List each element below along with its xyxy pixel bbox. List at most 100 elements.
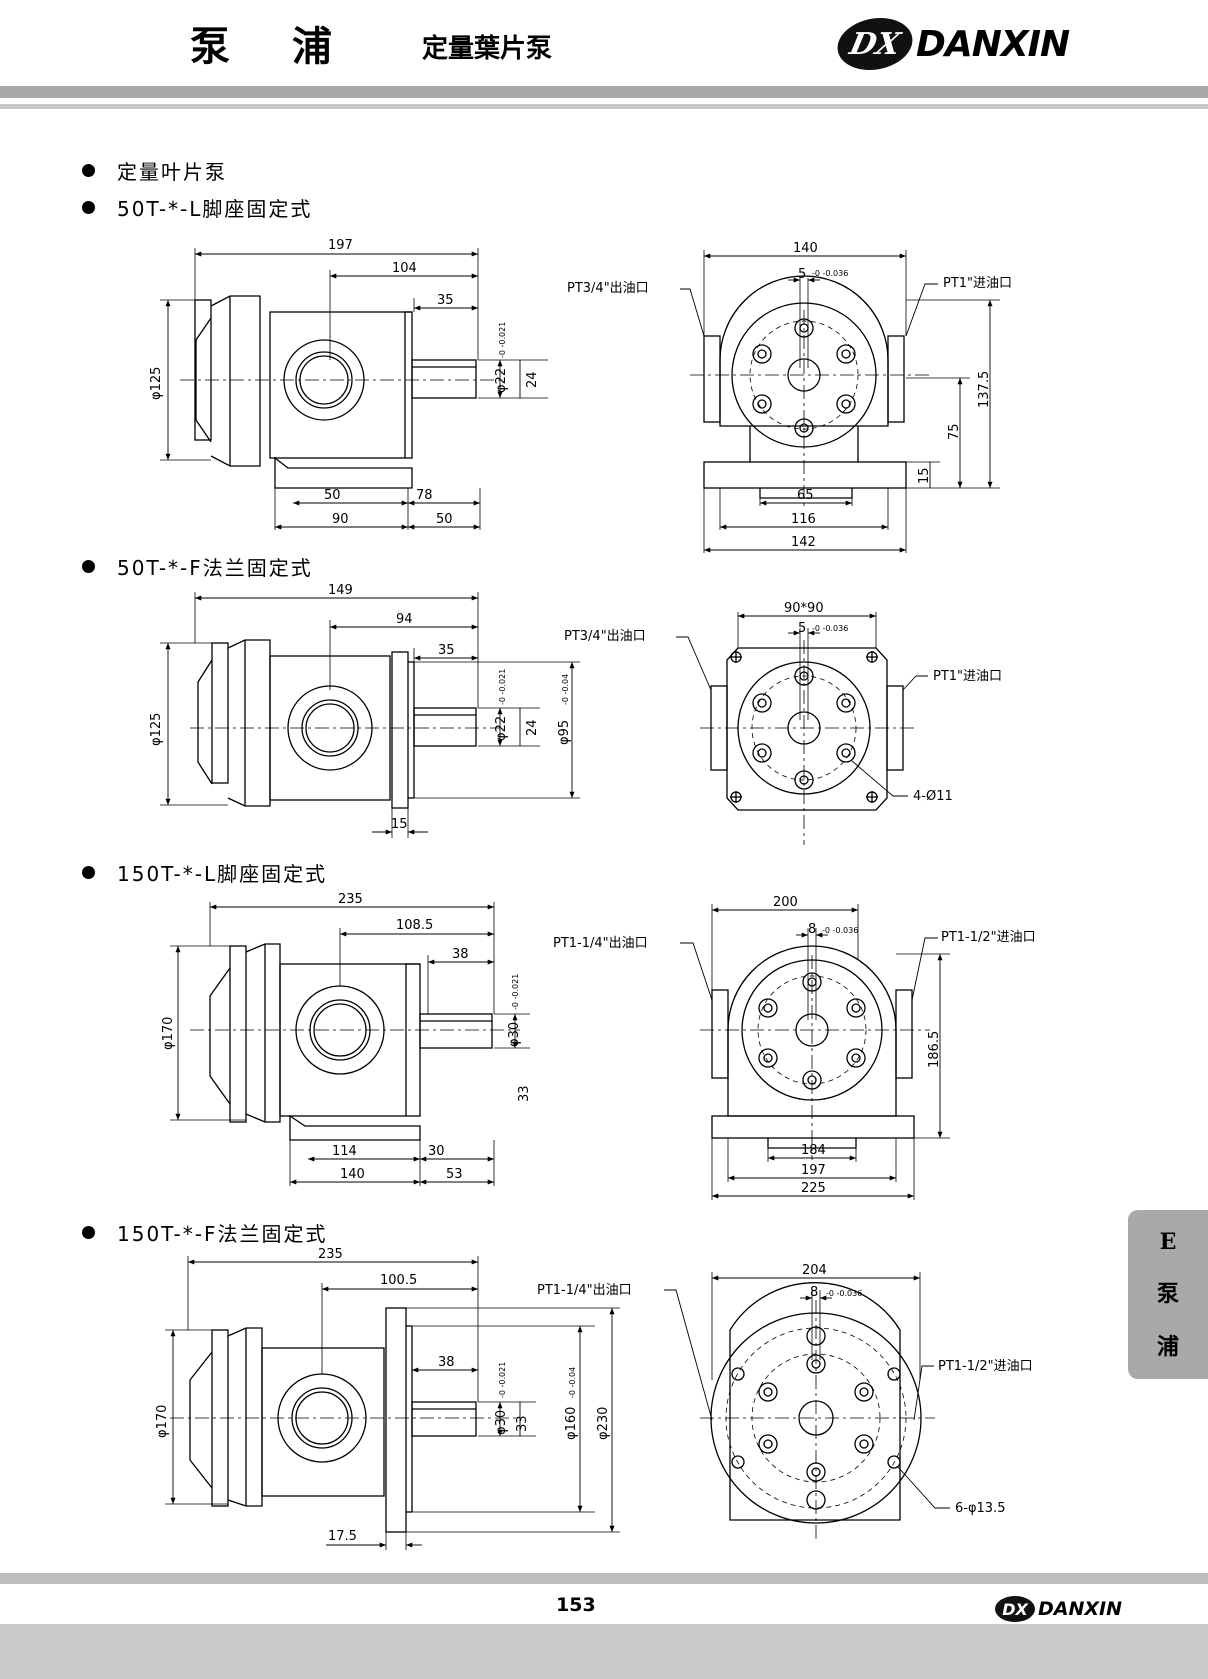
dim-label: 235 [338, 892, 363, 907]
dim-label: 5 [798, 267, 806, 282]
dim-label: 108.5 [396, 918, 433, 933]
drawing-50t-l-front-labels: 140 5 -0 -0.036 PT3/4"出油口 PT1"进油口 137.5 … [567, 241, 1012, 550]
dim-tolerance: -0 -0.036 [826, 1289, 862, 1298]
dim-tolerance: -0 -0.036 [822, 926, 858, 935]
bullet-icon [82, 201, 95, 214]
dim-tolerance: -0 -0.021 [511, 974, 520, 1010]
dim-label: 15 [391, 817, 408, 832]
section-heading: 定量叶片泵 [82, 156, 227, 185]
dim-label: φ170 [161, 1017, 176, 1050]
port-label: PT1-1/2"进油口 [938, 1359, 1033, 1374]
dim-label: 75 [947, 423, 962, 440]
dim-label: φ125 [149, 713, 164, 746]
dim-label: φ22 [494, 716, 509, 741]
dim-label: 235 [318, 1247, 343, 1262]
dim-tolerance: -0 -0.021 [498, 669, 507, 705]
side-tab-char: 浦 [1156, 1333, 1179, 1360]
dim-label: 94 [396, 612, 413, 627]
header-subtitle: 定量葉片泵 [422, 34, 553, 64]
dim-tolerance: -0 -0.04 [561, 674, 570, 705]
dim-label: 53 [446, 1167, 463, 1182]
dim-label: 6-φ13.5 [955, 1501, 1005, 1516]
dim-label: 137.5 [977, 371, 992, 408]
dim-label: 225 [801, 1181, 826, 1196]
dim-label: 50 [324, 488, 341, 503]
dim-label: 33 [515, 1415, 530, 1432]
bullet-icon [82, 164, 95, 177]
dim-label: 186.5 [927, 1031, 942, 1068]
drawing-150t-l-front [680, 904, 950, 1200]
dim-label: 35 [437, 293, 454, 308]
dim-tolerance: -0 -0.036 [812, 269, 848, 278]
dim-label: 15 [917, 467, 932, 484]
header-rule [0, 86, 1208, 98]
port-label: PT3/4"出油口 [567, 281, 649, 296]
dim-label: 197 [801, 1163, 826, 1178]
drawing-50t-l-front [680, 250, 1000, 553]
dim-label: 50 [436, 512, 453, 527]
port-label: PT1-1/2"进油口 [941, 930, 1036, 945]
dim-label: φ125 [149, 367, 164, 400]
bullet-icon [82, 560, 95, 573]
dim-label: φ170 [155, 1405, 170, 1438]
dim-label: 5 [798, 621, 806, 636]
dim-label: 114 [332, 1144, 357, 1159]
port-label: PT3/4"出油口 [564, 629, 646, 644]
dim-label: 33 [517, 1085, 532, 1102]
brand-name: DANXIN [916, 23, 1070, 65]
section-heading: 150T-*-F法兰固定式 [82, 1218, 328, 1247]
side-tab-letter: E [1159, 1228, 1177, 1255]
port-label: PT1"进油口 [943, 276, 1012, 291]
footer-band [0, 1624, 1208, 1679]
brand-mark-icon: DX [995, 1596, 1035, 1622]
drawing-50t-f-front-labels: 90*90 5 -0 -0.036 PT3/4"出油口 PT1"进油口 4-Ø1… [564, 601, 1002, 804]
brand-logo: DX DANXIN [832, 18, 1070, 70]
header-title-a: 泵 [190, 23, 232, 70]
dim-label: 197 [328, 238, 353, 253]
drawing-50t-f-front [676, 612, 928, 845]
dim-label: 140 [793, 241, 818, 256]
dim-label: 65 [797, 488, 814, 503]
dim-label: 184 [801, 1143, 826, 1158]
section-heading: 150T-*-L脚座固定式 [82, 858, 327, 887]
drawing-150t-l-side [170, 902, 530, 1186]
drawing-50t-l-side-labels: 197 104 35 φ125 φ22 -0 -0.021 24 50 78 9… [149, 238, 540, 527]
dim-label: 90 [332, 512, 349, 527]
drawing-50t-f-side-labels: 149 94 35 φ125 φ22 -0 -0.021 24 φ95 -0 -… [149, 583, 572, 832]
drawing-150t-f-front [664, 1272, 950, 1540]
dim-label: φ95 [557, 720, 572, 745]
dim-tolerance: -0 -0.04 [568, 1367, 577, 1398]
bullet-icon [82, 866, 95, 879]
dim-label: 204 [802, 1263, 827, 1278]
dim-label: 100.5 [380, 1273, 417, 1288]
dim-label: 24 [525, 719, 540, 736]
dim-label: 8 [810, 1285, 818, 1300]
dim-label: 200 [773, 895, 798, 910]
dim-label: 116 [791, 512, 816, 527]
dim-label: 140 [340, 1167, 365, 1182]
dim-label: 17.5 [328, 1529, 357, 1544]
side-tab: E 泵 浦 [1128, 1210, 1208, 1379]
port-label: PT1-1/4"出油口 [553, 936, 648, 951]
dim-label: φ30 [507, 1022, 522, 1047]
footer-brand-name: DANXIN [1038, 1598, 1122, 1620]
dim-tolerance: -0 -0.036 [812, 624, 848, 633]
dim-label: 142 [791, 535, 816, 550]
footer-logo: DX DANXIN [995, 1596, 1122, 1622]
drawing-50t-f-side [160, 592, 580, 838]
dim-label: 35 [438, 643, 455, 658]
drawing-150t-l-side-labels: 235 108.5 38 φ170 φ30 -0 -0.021 33 114 3… [161, 892, 532, 1182]
dim-label: 24 [525, 371, 540, 388]
dim-tolerance: -0 -0.021 [498, 322, 507, 358]
dim-label: 8 [808, 922, 816, 937]
dim-tolerance: -0 -0.021 [498, 1362, 507, 1398]
dim-label: φ30 [494, 1410, 509, 1435]
side-tab-char: 泵 [1156, 1280, 1179, 1307]
section-heading: 50T-*-L脚座固定式 [82, 193, 312, 222]
dim-label: 30 [428, 1144, 445, 1159]
drawing-150t-l-front-labels: 200 8 -0 -0.036 PT1-1/4"出油口 PT1-1/2"进油口 … [553, 895, 1036, 1196]
dim-label: φ230 [596, 1407, 611, 1440]
dim-label: 104 [392, 261, 417, 276]
dim-label: 78 [416, 488, 433, 503]
